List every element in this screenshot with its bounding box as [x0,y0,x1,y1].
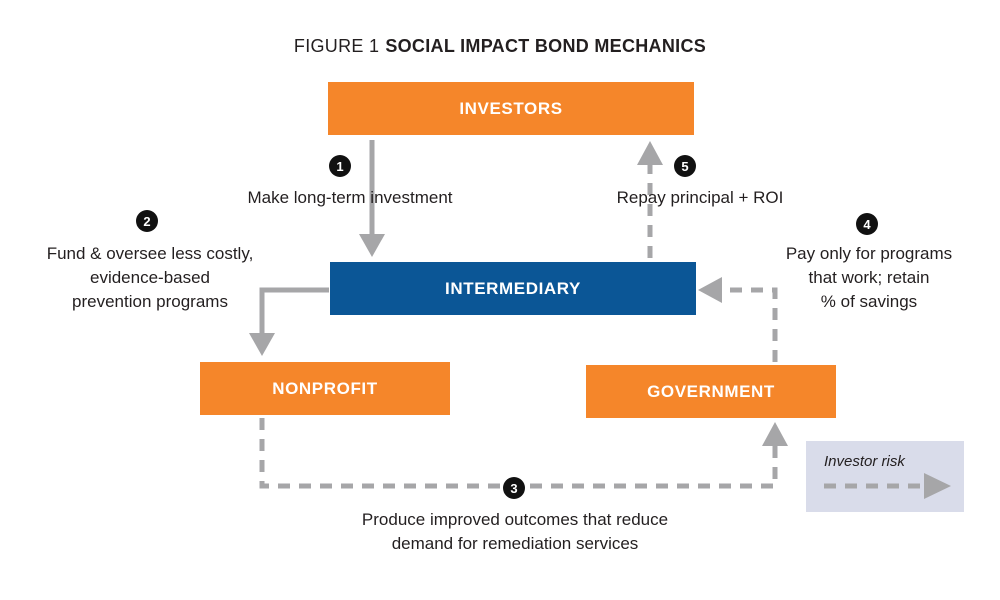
step-4-line-2: that work; retain [808,268,930,287]
step-1-badge: 1 [329,155,351,177]
step-2-line-1: Fund & oversee less costly, [46,244,254,263]
arrow-repay [637,141,663,258]
step-5-badge: 5 [674,155,696,177]
figure-number: FIGURE 1 [293,36,380,56]
step-5-label: Repay principal + ROI [570,186,830,210]
step-3-badge: 3 [503,477,525,499]
step-3-line-2: demand for remediation services [391,534,639,553]
step-2-line-3: prevention programs [72,292,228,311]
arrow-invest [359,140,385,257]
step-5-line-1: Repay principal + ROI [616,188,784,207]
step-1-line-1: Make long-term investment [247,188,453,207]
step-3-label: Produce improved outcomes that reduce de… [290,508,740,556]
figure-heading: SOCIAL IMPACT BOND MECHANICS [385,36,707,56]
step-2-line-2: evidence-based [89,268,211,287]
legend: Investor risk [806,441,964,512]
legend-label: Investor risk [824,453,905,470]
step-1-label: Make long-term investment [200,186,500,210]
arrow-fund [249,287,329,356]
intermediary-box: INTERMEDIARY [330,262,696,315]
step-4-label: Pay only for programs that work; retain … [744,242,994,314]
step-3-line-1: Produce improved outcomes that reduce [361,510,669,529]
step-4-line-3: % of savings [820,292,918,311]
government-box: GOVERNMENT [586,365,836,418]
step-2-badge: 2 [136,210,158,232]
arrow-pay [698,277,778,362]
nonprofit-box: NONPROFIT [200,362,450,415]
legend-dashed-arrow-icon [824,473,951,499]
arrow-outcomes [259,418,788,489]
step-2-label: Fund & oversee less costly, evidence-bas… [10,242,290,314]
investors-box: INVESTORS [328,82,694,135]
step-4-line-1: Pay only for programs [785,244,953,263]
step-4-badge: 4 [856,213,878,235]
